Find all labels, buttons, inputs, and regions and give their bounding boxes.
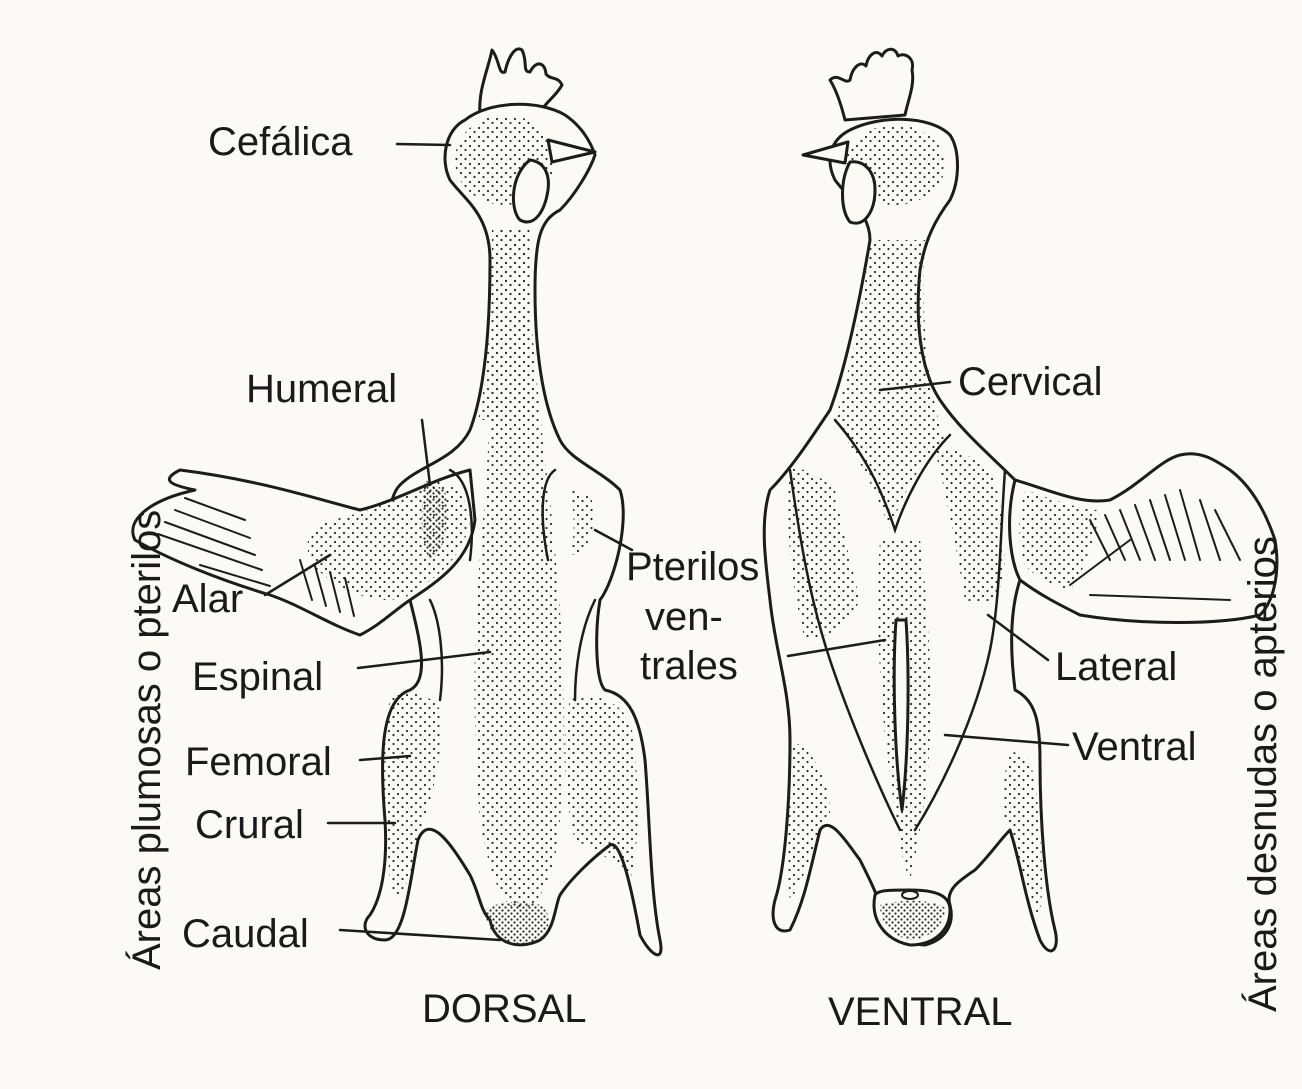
label-cervical: Cervical [958, 360, 1102, 404]
ventral-vent-opening [902, 891, 918, 899]
label-cefalica: Cefálica [208, 120, 353, 164]
label-alar: Alar [172, 577, 243, 621]
leader-caudal [340, 930, 500, 940]
view-label-dorsal: DORSAL [422, 987, 587, 1031]
label-pterilos-ventrales-1: Pterilos [626, 545, 759, 589]
label-pterilos-ventrales-2: ven- [645, 595, 723, 639]
ventral-beak [803, 142, 848, 163]
view-label-ventral: VENTRAL [828, 990, 1013, 1034]
label-humeral: Humeral [246, 367, 397, 411]
side-label-right: Áreas desnudas o apterios [1240, 536, 1285, 1012]
label-caudal: Caudal [182, 912, 309, 956]
label-ventral: Ventral [1072, 725, 1197, 769]
ventral-bird [764, 49, 1277, 951]
dorsal-neck-stipple [478, 230, 535, 420]
side-label-left: Áreas plumosas o pterilos [124, 510, 169, 970]
label-crural: Crural [195, 803, 304, 847]
label-lateral: Lateral [1055, 645, 1177, 689]
leader-cefalica [397, 144, 450, 145]
label-femoral: Femoral [185, 740, 332, 784]
ventral-wattle [843, 162, 876, 223]
label-pterilos-ventrales-3: trales [640, 644, 738, 688]
label-espinal: Espinal [192, 655, 323, 699]
ventral-comb [830, 49, 913, 120]
